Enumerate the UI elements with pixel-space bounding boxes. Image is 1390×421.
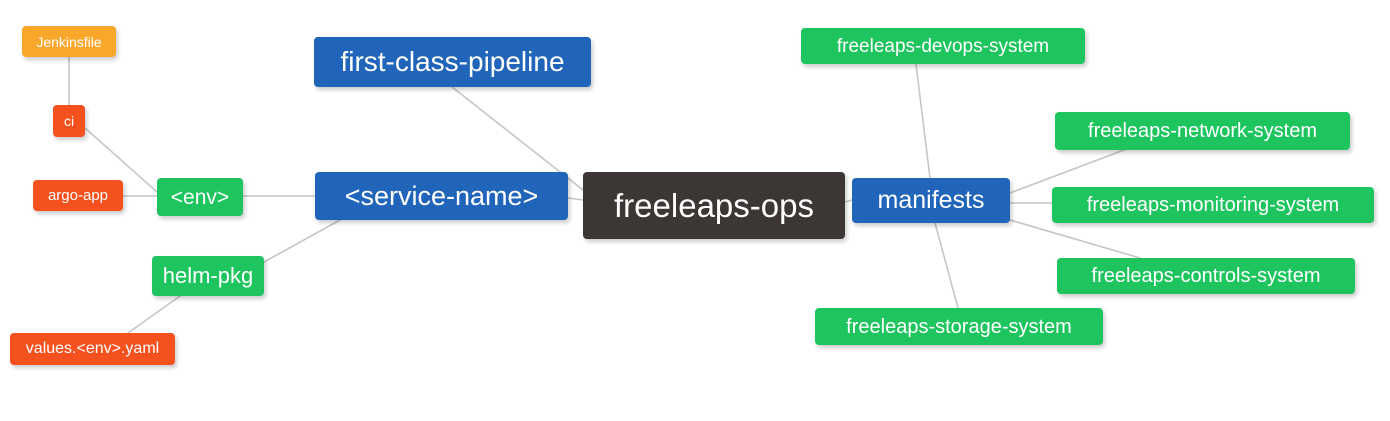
node-manifests[interactable]: manifests	[852, 178, 1010, 223]
node-values-env-yaml[interactable]: values.<env>.yaml	[10, 333, 175, 365]
node-freeleaps-network-system[interactable]: freeleaps-network-system	[1055, 112, 1350, 150]
node-freeleaps-monitoring-system[interactable]: freeleaps-monitoring-system	[1052, 187, 1374, 223]
node-label-freeleaps-network-system: freeleaps-network-system	[1088, 120, 1317, 142]
node-env[interactable]: <env>	[157, 178, 243, 216]
edge-manifests-to-freeleaps-controls-system	[1009, 219, 1141, 259]
node-label-helm-pkg: helm-pkg	[162, 263, 254, 288]
node-label-service-name: <service-name>	[344, 180, 539, 211]
node-label-argo-app: argo-app	[47, 187, 109, 204]
node-first-class-pipeline[interactable]: first-class-pipeline	[314, 37, 591, 87]
node-label-freeleaps-controls-system: freeleaps-controls-system	[1091, 265, 1321, 287]
edge-freeleaps-ops-to-service-name	[567, 197, 584, 201]
node-freeleaps-controls-system[interactable]: freeleaps-controls-system	[1057, 258, 1355, 294]
edge-freeleaps-ops-to-manifests	[844, 199, 853, 203]
node-freeleaps-storage-system[interactable]: freeleaps-storage-system	[815, 308, 1103, 345]
edge-service-name-to-helm-pkg	[263, 219, 341, 263]
node-service-name[interactable]: <service-name>	[315, 172, 568, 220]
node-label-freeleaps-monitoring-system: freeleaps-monitoring-system	[1086, 194, 1340, 216]
edge-manifests-to-freeleaps-devops-system	[915, 63, 931, 179]
node-label-freeleaps-devops-system: freeleaps-devops-system	[836, 35, 1050, 57]
edge-manifests-to-freeleaps-storage-system	[934, 222, 959, 309]
node-helm-pkg[interactable]: helm-pkg	[152, 256, 264, 296]
node-label-jenkinsfile: Jenkinsfile	[36, 33, 102, 50]
node-label-values-env-yaml: values.<env>.yaml	[25, 340, 160, 357]
node-argo-app[interactable]: argo-app	[33, 180, 123, 211]
node-label-freeleaps-ops: freeleaps-ops	[614, 187, 814, 224]
edge-helm-pkg-to-values-env-yaml	[127, 295, 181, 334]
node-freeleaps-devops-system[interactable]: freeleaps-devops-system	[801, 28, 1085, 64]
node-ci[interactable]: ci	[53, 105, 85, 137]
node-label-freeleaps-storage-system: freeleaps-storage-system	[846, 315, 1072, 338]
node-label-first-class-pipeline: first-class-pipeline	[340, 46, 565, 77]
node-label-manifests: manifests	[877, 186, 985, 214]
node-jenkinsfile[interactable]: Jenkinsfile	[22, 26, 116, 57]
node-label-env: <env>	[170, 185, 230, 209]
node-label-ci: ci	[63, 113, 75, 129]
node-freeleaps-ops[interactable]: freeleaps-ops	[583, 172, 845, 239]
